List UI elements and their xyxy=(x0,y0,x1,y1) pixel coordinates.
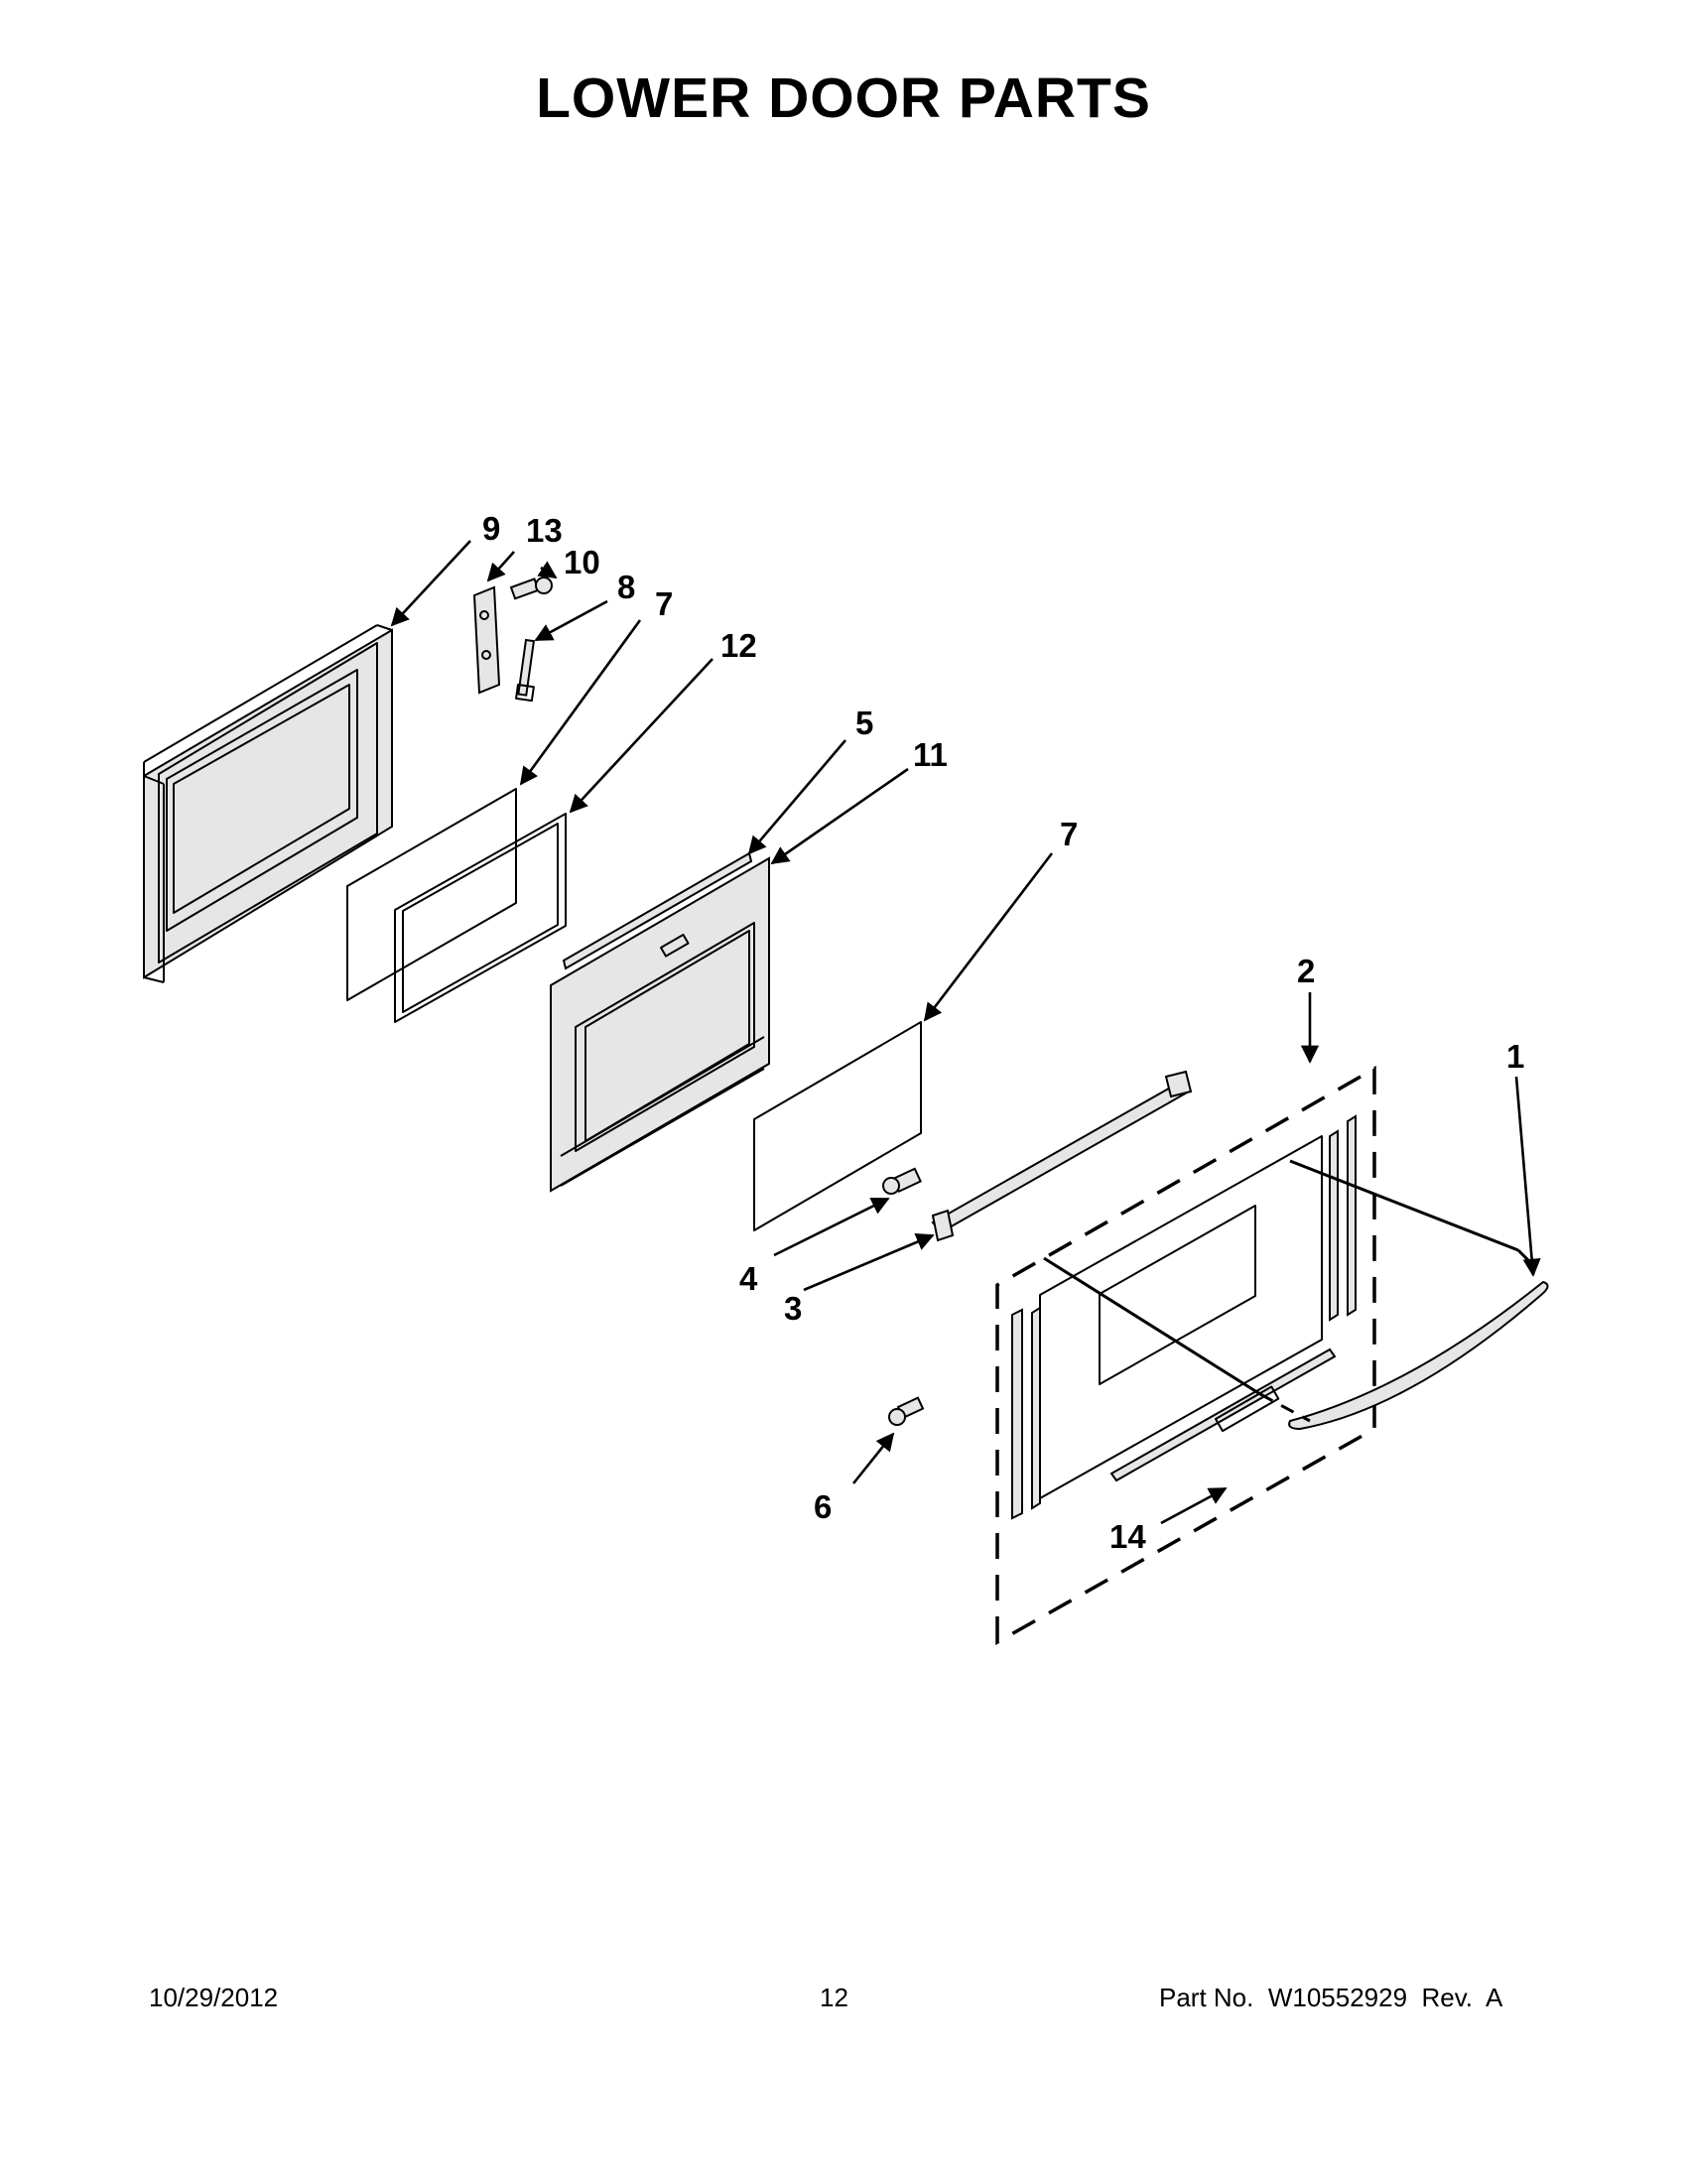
callout-labels: 9 13 10 8 7 12 5 11 7 2 1 4 3 6 14 xyxy=(482,510,1524,1555)
leader-8 xyxy=(534,599,608,642)
leader-lines xyxy=(390,540,1541,1525)
callout-1: 1 xyxy=(1506,1038,1524,1075)
leader-9 xyxy=(390,540,471,627)
footer-page-number: 12 xyxy=(820,1983,848,2012)
leader-7b xyxy=(923,852,1054,1022)
callout-5: 5 xyxy=(855,705,873,741)
leader-10 xyxy=(537,561,558,579)
leader-11 xyxy=(770,767,909,865)
vent-bracket-part xyxy=(562,851,753,970)
leader-4 xyxy=(773,1197,890,1257)
inner-glass-part xyxy=(346,788,517,1001)
footer-date: 10/29/2012 xyxy=(149,1983,279,2012)
door-handle-part xyxy=(1259,1248,1549,1431)
leader-1 xyxy=(1514,1076,1541,1277)
callout-2: 2 xyxy=(1297,953,1315,989)
leader-7a xyxy=(519,619,642,786)
callout-7a: 7 xyxy=(655,585,673,622)
callout-14: 14 xyxy=(1109,1518,1146,1555)
leader-12 xyxy=(569,658,714,814)
inner-door-liner-part xyxy=(143,624,393,983)
leader-14 xyxy=(1160,1486,1228,1525)
handle-rail-part xyxy=(882,1070,1193,1242)
callout-11: 11 xyxy=(913,736,948,773)
hinge-hardware-part xyxy=(472,577,553,703)
callout-13: 13 xyxy=(526,512,563,549)
outer-door-assembly-part xyxy=(995,1065,1519,1646)
leader-13 xyxy=(486,551,515,582)
callout-4: 4 xyxy=(739,1260,758,1297)
callout-6: 6 xyxy=(814,1488,832,1525)
callout-3: 3 xyxy=(784,1290,802,1327)
callout-9: 9 xyxy=(482,510,500,547)
screw-part xyxy=(888,1396,925,1426)
callout-10: 10 xyxy=(564,544,600,580)
glass-gasket-part xyxy=(394,813,567,1023)
callout-12: 12 xyxy=(720,627,757,664)
callout-8: 8 xyxy=(617,569,635,605)
page-title: LOWER DOOR PARTS xyxy=(536,66,1151,130)
outer-glass-part xyxy=(753,1021,922,1231)
callout-7b: 7 xyxy=(1060,816,1078,852)
leader-5 xyxy=(747,739,846,855)
door-frame-part xyxy=(550,856,770,1193)
leader-3 xyxy=(803,1233,935,1292)
footer-part-number: Part No. W10552929 Rev. A xyxy=(1159,1983,1503,2012)
leader-6 xyxy=(851,1432,895,1484)
